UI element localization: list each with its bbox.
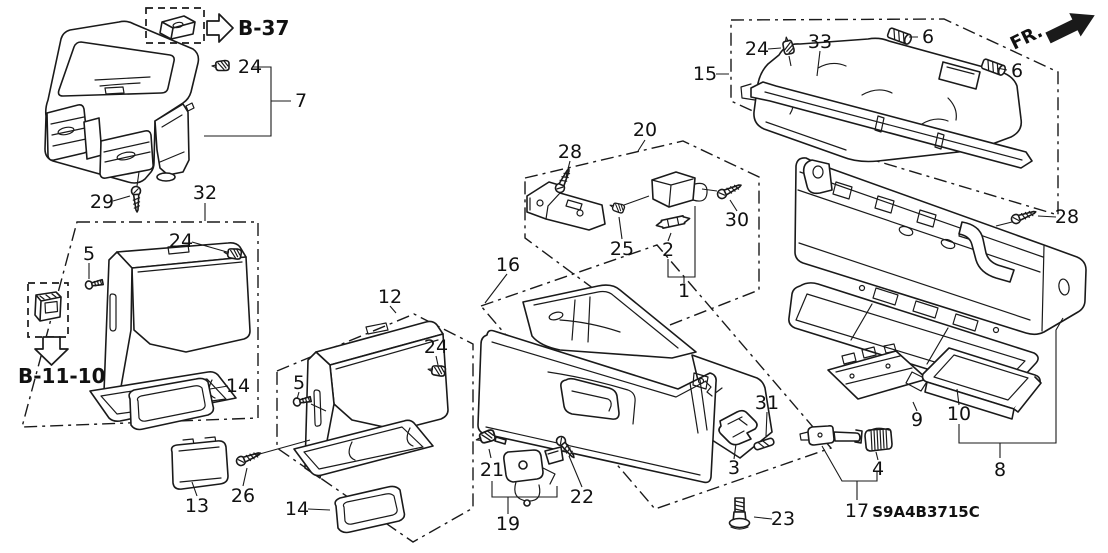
callout-9: 9	[911, 409, 923, 431]
b37-arrow-icon	[206, 13, 234, 43]
part-3-hinge	[718, 409, 758, 446]
callout-26: 26	[231, 485, 255, 507]
clip-25-icon	[608, 200, 626, 215]
callout-29: 29	[90, 191, 114, 213]
callout-31: 31	[755, 392, 779, 414]
callout-4: 4	[872, 458, 884, 480]
vent-left	[46, 104, 89, 161]
group-box-12	[276, 313, 474, 543]
callout-28: 28	[558, 141, 582, 163]
group-box-15	[730, 18, 1059, 216]
part-frame	[794, 157, 1087, 336]
callout-1: 1	[678, 280, 690, 302]
screw-28-icon	[1009, 206, 1039, 226]
callout-3: 3	[728, 457, 740, 479]
fr-direction: FR.	[1007, 13, 1095, 54]
part-23-bolt	[728, 497, 751, 530]
callout-22: 22	[570, 486, 594, 508]
part-14-seal-left	[128, 377, 215, 431]
callout-25: 25	[610, 238, 634, 260]
callout-12: 12	[378, 286, 402, 308]
callout-7: 7	[295, 90, 307, 112]
group-box-32	[21, 221, 259, 428]
part-15-bracket-rail	[740, 81, 1033, 169]
callout-14: 14	[285, 498, 309, 520]
labels: B-37 B-11-10 S9A4B3715C 24 7 29 32 24 5 …	[18, 16, 1079, 535]
part-14-seal-middle	[334, 485, 406, 534]
callout-6: 6	[1011, 60, 1023, 82]
callout-24: 24	[169, 230, 193, 252]
callout-8: 8	[994, 459, 1006, 481]
fr-arrow-icon	[1045, 13, 1095, 44]
callout-21: 21	[480, 459, 504, 481]
b1110-arrow-icon	[34, 336, 69, 366]
b37-dashed-box	[145, 7, 205, 44]
ref-b1110: B-11-10	[18, 364, 106, 388]
clip-21-icon	[473, 428, 497, 446]
group-box-20	[524, 140, 760, 333]
callout-5: 5	[293, 372, 305, 394]
callout-13: 13	[185, 495, 209, 517]
part-10-tray	[921, 347, 1042, 420]
part-12-pocket-assembly	[293, 320, 449, 479]
screw-5-icon	[83, 277, 105, 291]
callout-24: 24	[238, 56, 262, 78]
part-9-bracket	[827, 343, 929, 400]
vent-right	[99, 130, 154, 179]
callout-6: 6	[922, 26, 934, 48]
callout-5: 5	[83, 243, 95, 265]
callout-10: 10	[947, 403, 971, 425]
part-31-pin	[753, 437, 775, 451]
b1110-switch-part	[34, 291, 62, 322]
fr-label: FR.	[1007, 21, 1046, 54]
part-1-lamp-assembly	[651, 171, 708, 208]
screw-26-icon	[234, 448, 263, 468]
callout-16: 16	[496, 254, 520, 276]
clip-21-pin	[494, 436, 507, 445]
screw-29-icon	[130, 185, 143, 214]
callout-23: 23	[771, 508, 795, 530]
callout-30: 30	[725, 209, 749, 231]
callout-24: 24	[424, 336, 448, 358]
b37-reference	[145, 7, 234, 44]
callout-19: 19	[496, 513, 520, 535]
part-4-knob	[864, 427, 893, 452]
diagram-code: S9A4B3715C	[872, 503, 979, 521]
part-17-damper	[799, 425, 863, 446]
clip-24-icon	[781, 35, 796, 56]
leader-lines	[88, 36, 1064, 520]
callout-33: 33	[808, 31, 832, 53]
glove-box-handle	[560, 377, 620, 420]
part-19-latch	[503, 446, 564, 507]
callout-2: 2	[662, 239, 674, 261]
part-16-glove-box	[477, 284, 773, 484]
b1110-reference	[27, 282, 69, 366]
callout-28: 28	[1055, 206, 1079, 228]
part-13-lid	[170, 436, 229, 490]
part-7-center-panel	[44, 20, 200, 184]
ref-b37: B-37	[238, 16, 289, 40]
b37-clip-part	[159, 15, 196, 40]
part-2-bulb	[655, 215, 691, 229]
screw-30-icon	[715, 180, 744, 201]
callout-15: 15	[693, 63, 717, 85]
part-20-bracket-assembly	[526, 181, 606, 231]
clip-24-icon	[211, 59, 230, 72]
callout-20: 20	[633, 119, 657, 141]
callout-24: 24	[745, 38, 769, 60]
callout-17: 17	[845, 500, 869, 522]
callout-14: 14	[226, 375, 250, 397]
callout-32: 32	[193, 182, 217, 204]
